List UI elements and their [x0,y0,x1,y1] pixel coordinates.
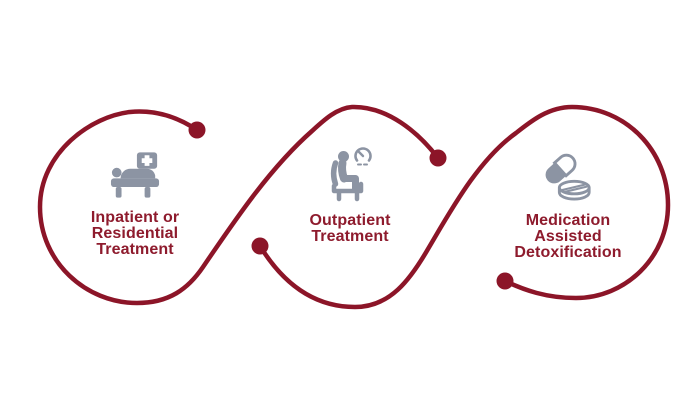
step-label: Outpatient Treatment [310,213,391,245]
step-outpatient-treatment: Outpatient Treatment [255,146,445,245]
step-label-line: Treatment [311,228,389,245]
thread-endpoint-dot-4 [496,272,514,290]
step-label-line: Assisted [534,228,602,245]
step-label-line: Inpatient or [90,209,180,226]
step-label-line: Detoxification [514,244,622,261]
thread-segment-right-loop [257,104,671,310]
thread-endpoint-dot-3 [251,237,269,255]
hospital-bed-icon [110,152,160,198]
thread-endpoint-dot-2 [429,149,447,167]
step-label: Medication Assisted Detoxification [514,213,621,261]
thread-endpoint-dot-1 [188,121,206,139]
thread-segment-left-loop [37,104,441,306]
step-label-line: Outpatient [309,212,391,229]
step-label: Inpatient or Residential Treatment [91,210,179,258]
step-label-line: Residential [91,225,179,242]
capsule-and-tablet-icon [545,153,591,201]
step-label-line: Medication [525,212,611,229]
step-inpatient-residential-treatment: Inpatient or Residential Treatment [40,152,230,258]
seated-patient-gauge-icon [330,147,372,202]
step-medication-assisted-detoxification: Medication Assisted Detoxification [473,152,663,261]
step-label-line: Treatment [96,241,174,258]
